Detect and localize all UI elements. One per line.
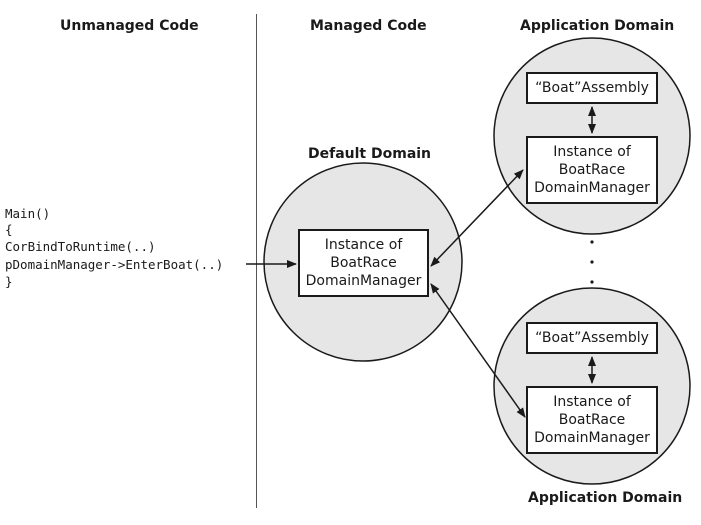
default-domain-heading: Default Domain (308, 146, 432, 162)
app2-assembly-label: “Boat”Assembly (535, 330, 649, 346)
ellipsis-dot (590, 240, 594, 244)
managed-code-heading: Managed Code (310, 18, 427, 34)
ellipsis-dot (590, 260, 594, 264)
app1-instance-line2: BoatRace (558, 162, 626, 178)
default-instance-label: Instance of BoatRace DomainManager (299, 236, 428, 290)
default-to-app2-arrow (430, 283, 526, 418)
default-instance-line2: BoatRace (330, 255, 397, 271)
default-to-app1-arrow (430, 169, 524, 267)
app2-instance-label: Instance of BoatRace DomainManager (527, 393, 657, 447)
default-instance-line1: Instance of (324, 237, 403, 253)
app2-instance-line2: BoatRace (558, 412, 626, 428)
app1-instance-line3: DomainManager (534, 180, 650, 196)
app2-instance-box (526, 386, 658, 454)
unmanaged-code-heading: Unmanaged Code (60, 18, 199, 34)
code-line-main: Main() (5, 206, 51, 221)
app2-instance-line3: DomainManager (534, 430, 650, 446)
code-line-close-brace: } (5, 274, 13, 289)
ellipsis-dot (590, 280, 594, 284)
default-instance-line3: DomainManager (305, 273, 422, 289)
default-instance-box (298, 229, 429, 297)
code-line-corbind: CorBindToRuntime(..) (5, 239, 156, 254)
app2-instance-line1: Instance of (553, 394, 631, 410)
app1-instance-label: Instance of BoatRace DomainManager (527, 143, 657, 197)
app1-instance-line1: Instance of (553, 144, 631, 160)
code-line-open-brace: { (5, 222, 13, 237)
application-domain-top-heading: Application Domain (520, 18, 675, 34)
application-domain-bottom-heading: Application Domain (528, 490, 683, 506)
app1-instance-box (526, 136, 658, 204)
section-divider (256, 14, 257, 508)
app1-assembly-box (526, 72, 658, 104)
app1-assembly-label: “Boat”Assembly (535, 80, 649, 96)
app2-assembly-box (526, 322, 658, 354)
code-line-enterboat: pDomainManager->EnterBoat(..) (5, 257, 224, 272)
